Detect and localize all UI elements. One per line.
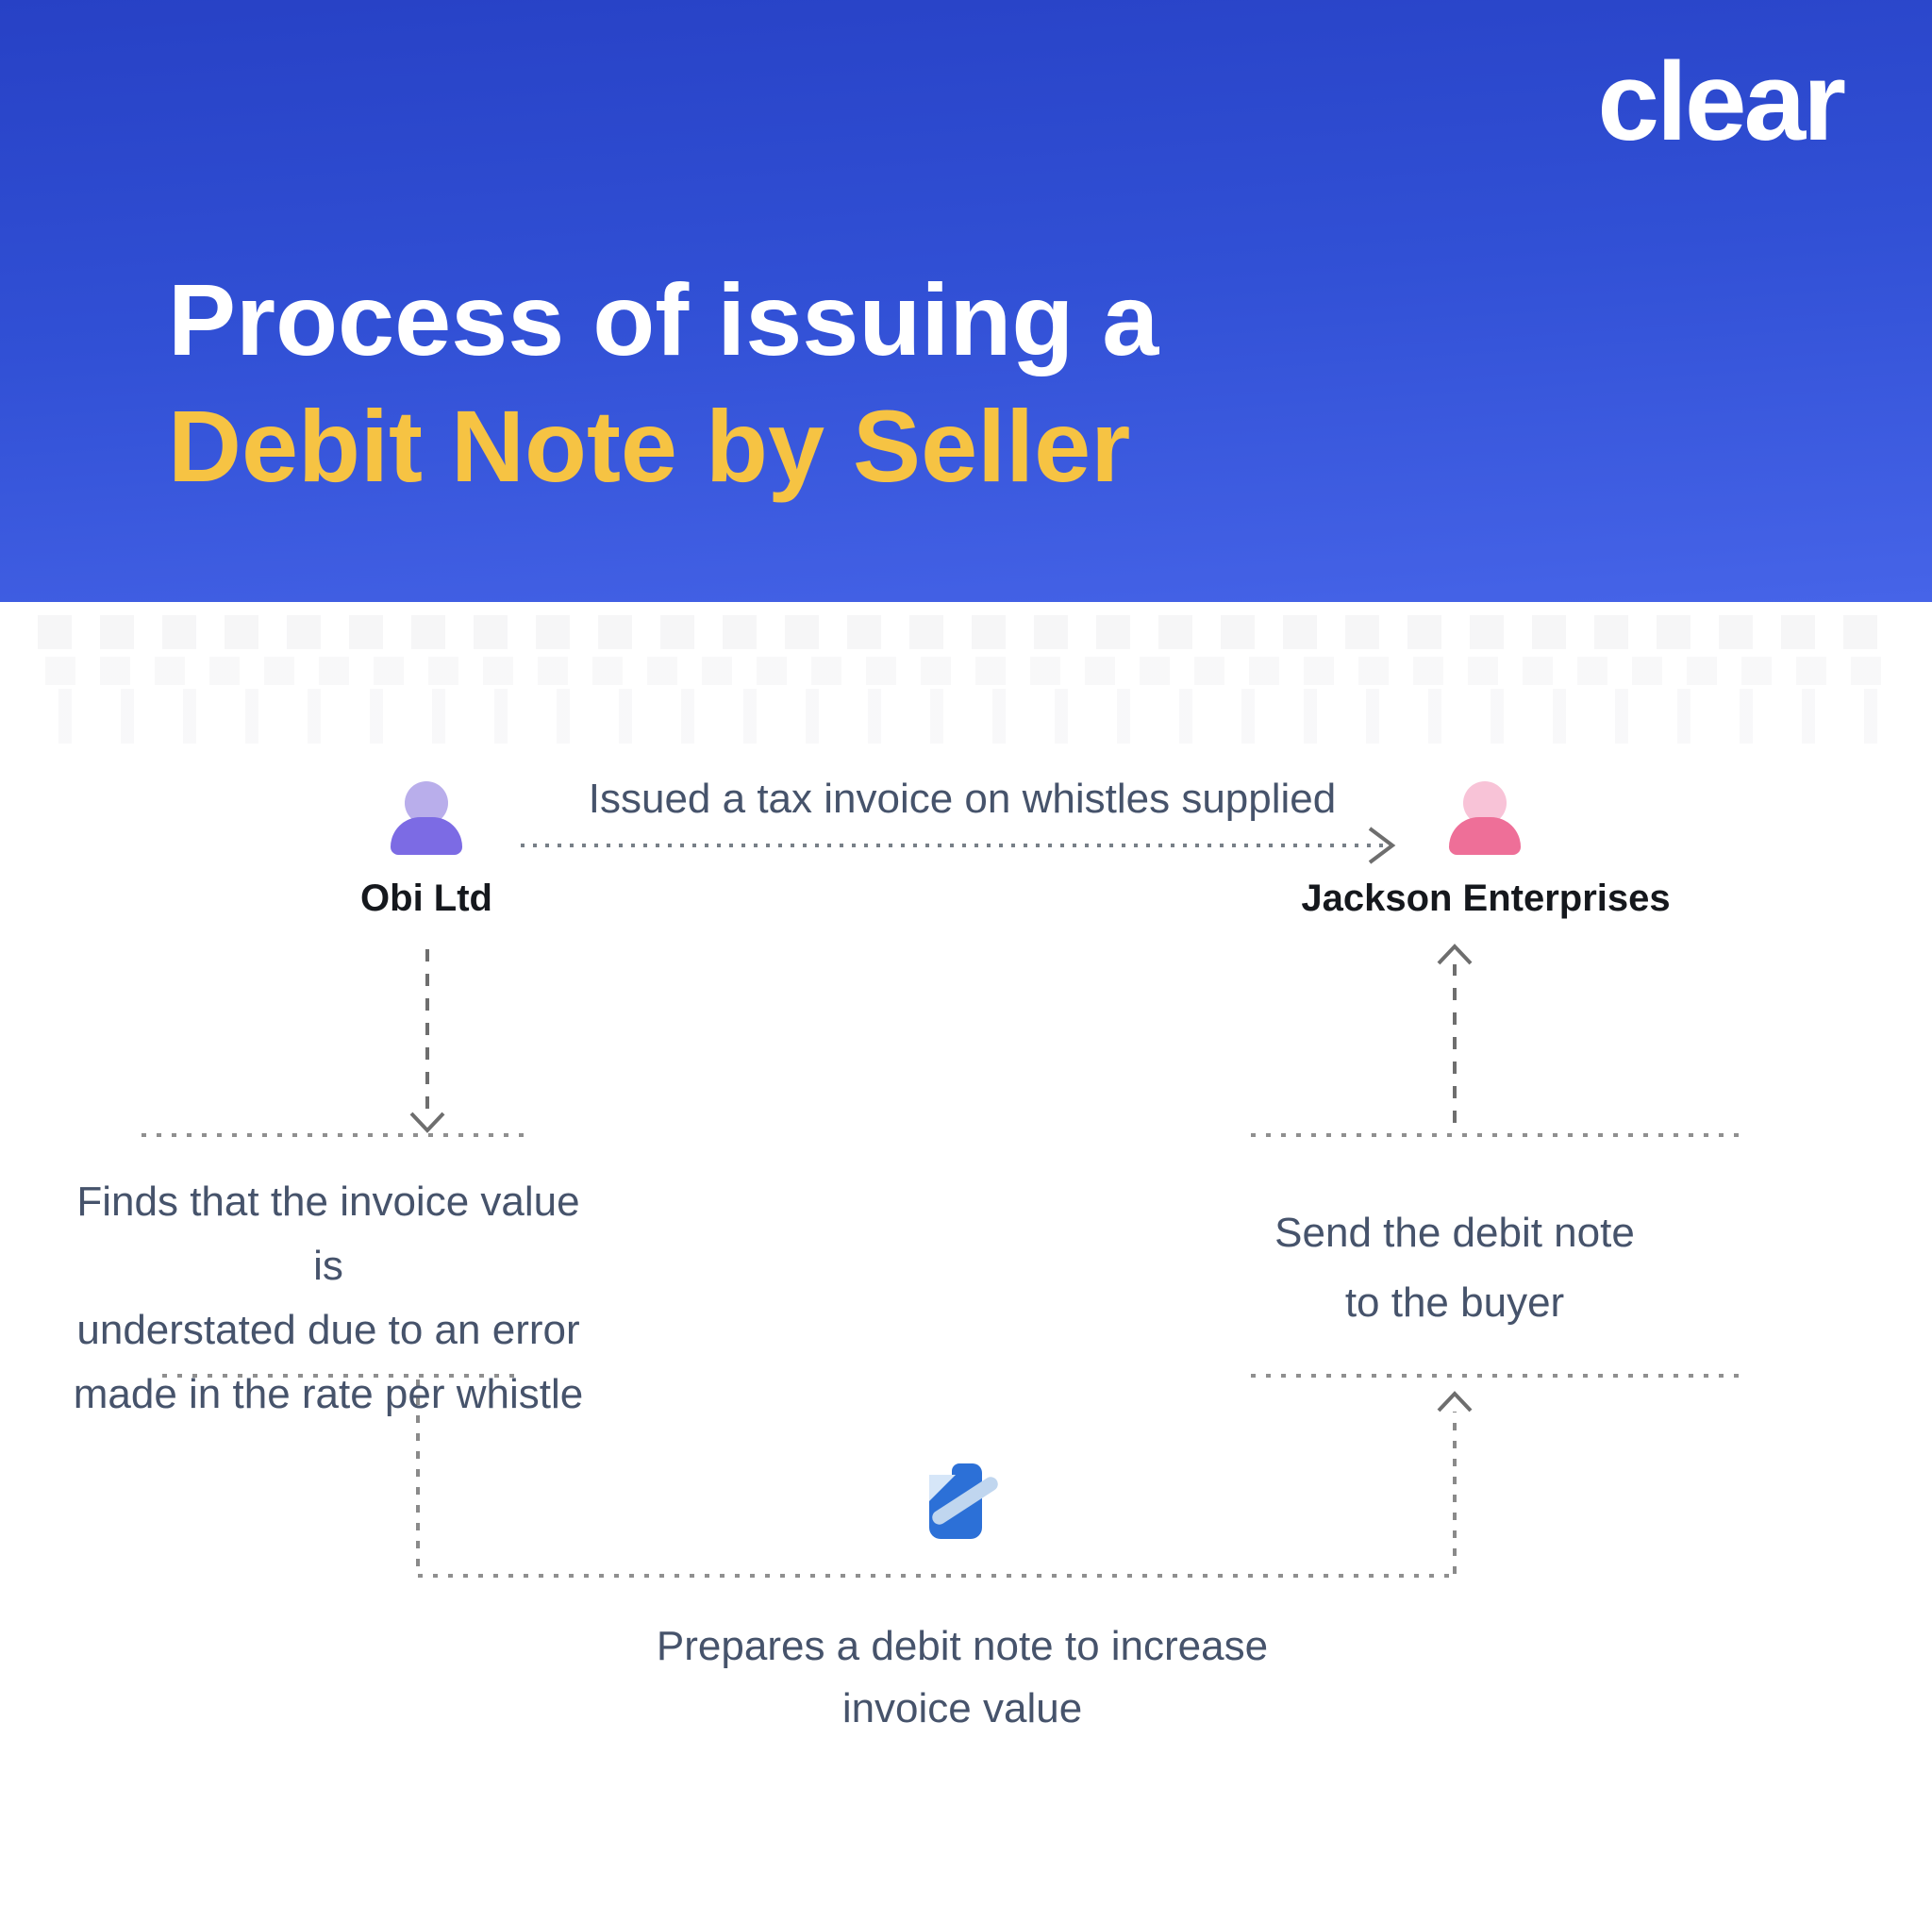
send-note-step-label: Send the debit note to the buyer: [1215, 1198, 1694, 1338]
send-note-line1: Send the debit note: [1274, 1210, 1635, 1256]
watermark-pattern-row1: [38, 615, 1894, 649]
prepare-note-step-label: Prepares a debit note to increase invoic…: [575, 1615, 1349, 1740]
seller-person-torso: [391, 817, 462, 855]
page-title-line1: Process of issuing a: [168, 262, 1159, 376]
prepare-note-line2: invoice value: [841, 1685, 1083, 1731]
invoice-arrowhead-icon: [1368, 827, 1396, 864]
find-error-line2: understated due to an error: [76, 1307, 580, 1353]
debit-note-fold: [929, 1475, 956, 1501]
watermark-pattern-row3: [38, 689, 1894, 744]
seller-name: Obi Ltd: [360, 878, 492, 919]
clear-logo: clear: [1597, 40, 1846, 164]
invoice-step-label: Issued a tax invoice on whistles supplie…: [588, 776, 1337, 822]
header-banner: clear Process of issuing a Debit Note by…: [0, 0, 1932, 602]
find-error-line1: Finds that the invoice value is: [76, 1179, 580, 1289]
find-error-step-label: Finds that the invoice value is understa…: [66, 1170, 591, 1427]
page-title-line2: Debit Note by Seller: [168, 388, 1131, 503]
page-title: Process of issuing a Debit Note by Selle…: [168, 257, 1158, 510]
send-note-line2: to the buyer: [1344, 1279, 1565, 1326]
seller-person-icon: [391, 781, 462, 855]
buyer-name: Jackson Enterprises: [1301, 878, 1671, 919]
seller-down-arrowhead-icon: [409, 1112, 445, 1133]
find-error-line3: made in the rate per whistle: [73, 1371, 584, 1417]
buyer-person-icon: [1449, 781, 1521, 855]
debit-note-pen-icon: [925, 1463, 1001, 1543]
send-note-up-arrowhead-icon: [1437, 1391, 1473, 1413]
watermark-pattern-row2: [38, 657, 1894, 685]
prepare-note-line1: Prepares a debit note to increase: [656, 1623, 1269, 1669]
buyer-person-torso: [1449, 817, 1521, 855]
buyer-up-arrowhead-icon: [1437, 944, 1473, 965]
